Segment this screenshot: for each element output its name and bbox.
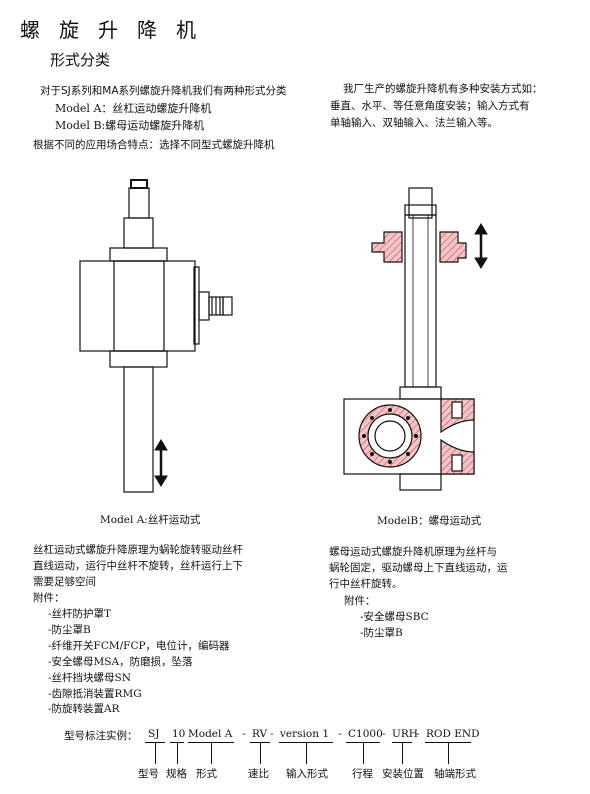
model-code-label: 型号标注实例： bbox=[64, 730, 138, 742]
code-part-ratio: RV bbox=[252, 728, 268, 740]
code-meaning: 规格 bbox=[166, 768, 187, 780]
model-b-summary: Model B:螺母运动螺旋升降机 bbox=[55, 119, 205, 132]
code-meaning: 轴端形式 bbox=[434, 768, 476, 780]
model-b-desc-1: 螺母运动式螺旋升降机原理为丝杆与 bbox=[329, 546, 497, 558]
code-leader bbox=[260, 742, 261, 764]
model-b-desc-2: 蜗轮固定，驱动螺母上下直线运动，运 bbox=[329, 562, 508, 574]
code-leader bbox=[402, 742, 403, 764]
accessory-item: -防旋转装置AR bbox=[48, 703, 120, 715]
install-line-1: 我厂生产的螺旋升降机有多种安装方式如： bbox=[343, 83, 543, 95]
caption-model-b: ModelB：螺母运动式 bbox=[377, 515, 482, 527]
accessory-item: -安全螺母MSA，防磨损，坠落 bbox=[48, 656, 193, 668]
model-a-summary: Model A：丝杠运动螺旋升降机 bbox=[55, 102, 212, 115]
accessory-item: -防尘罩B bbox=[360, 627, 403, 639]
code-meaning: 速比 bbox=[248, 768, 269, 780]
code-dash: - bbox=[338, 728, 342, 740]
accessory-item: -齿隙抵消装置RMG bbox=[48, 688, 142, 700]
accessory-item: -丝杆挡块螺母SN bbox=[48, 672, 131, 684]
code-meaning: 形式 bbox=[196, 768, 217, 780]
code-part-stroke: C1000 bbox=[348, 728, 383, 740]
model-a-desc-3: 需要足够空间 bbox=[33, 576, 96, 588]
code-meaning: 型号 bbox=[138, 768, 159, 780]
accessory-item: -安全螺母SBC bbox=[360, 611, 429, 623]
selection-note: 根据不同的应用场合特点：选择不同型式螺旋升降机 bbox=[33, 139, 275, 151]
code-dash: - bbox=[270, 728, 274, 740]
code-dash: - bbox=[382, 728, 386, 740]
code-leader bbox=[306, 742, 307, 764]
code-leader bbox=[363, 742, 364, 764]
code-dash: - bbox=[242, 728, 246, 740]
code-part-mount: URH bbox=[392, 728, 418, 740]
accessory-item: -纤维开关FCM/FCP，电位计，编码器 bbox=[48, 640, 230, 652]
code-meaning: 安装位置 bbox=[382, 768, 424, 780]
section-title: 形式分类 bbox=[50, 51, 111, 69]
code-meaning: 输入形式 bbox=[286, 768, 328, 780]
code-part-model: Model A bbox=[188, 728, 233, 740]
model-a-desc-1: 丝杠运动式螺旋升降原理为蜗轮旋转驱动丝杆 bbox=[33, 544, 243, 556]
motion-arrow-icon bbox=[474, 223, 488, 269]
code-leader bbox=[211, 742, 212, 764]
code-leader bbox=[448, 742, 449, 764]
model-b-desc-3: 行中丝杆旋转。 bbox=[329, 578, 403, 590]
install-line-3: 单轴输入、双轴输入、法兰输入等。 bbox=[330, 117, 498, 129]
accessories-label: 附件： bbox=[344, 595, 376, 607]
model-a-desc-2: 直线运动，运行中丝杆不旋转，丝杆运行上下 bbox=[33, 560, 243, 572]
intro-line: 对于SJ系列和MA系列螺旋升降机我们有两种形式分类 bbox=[40, 85, 287, 97]
code-leader bbox=[155, 742, 156, 764]
code-part-input: version 1 bbox=[280, 728, 330, 740]
code-leader bbox=[177, 742, 178, 764]
accessory-item: -防尘罩B bbox=[48, 624, 91, 636]
page-title: 螺旋升降机 bbox=[20, 18, 215, 42]
motion-arrow-icon bbox=[154, 439, 168, 487]
install-line-2: 垂直、水平、等任意角度安装；输入方式有 bbox=[330, 100, 530, 112]
code-part-size: 10 bbox=[172, 728, 186, 740]
caption-model-a: Model A:丝杆运动式 bbox=[100, 514, 201, 526]
accessory-item: -丝杆防护罩T bbox=[48, 608, 112, 620]
code-meaning: 行程 bbox=[352, 768, 373, 780]
code-dash: - bbox=[416, 728, 420, 740]
code-part-series: SJ bbox=[148, 728, 160, 740]
code-part-end: ROD END bbox=[426, 728, 480, 740]
accessories-label: 附件： bbox=[33, 592, 65, 604]
